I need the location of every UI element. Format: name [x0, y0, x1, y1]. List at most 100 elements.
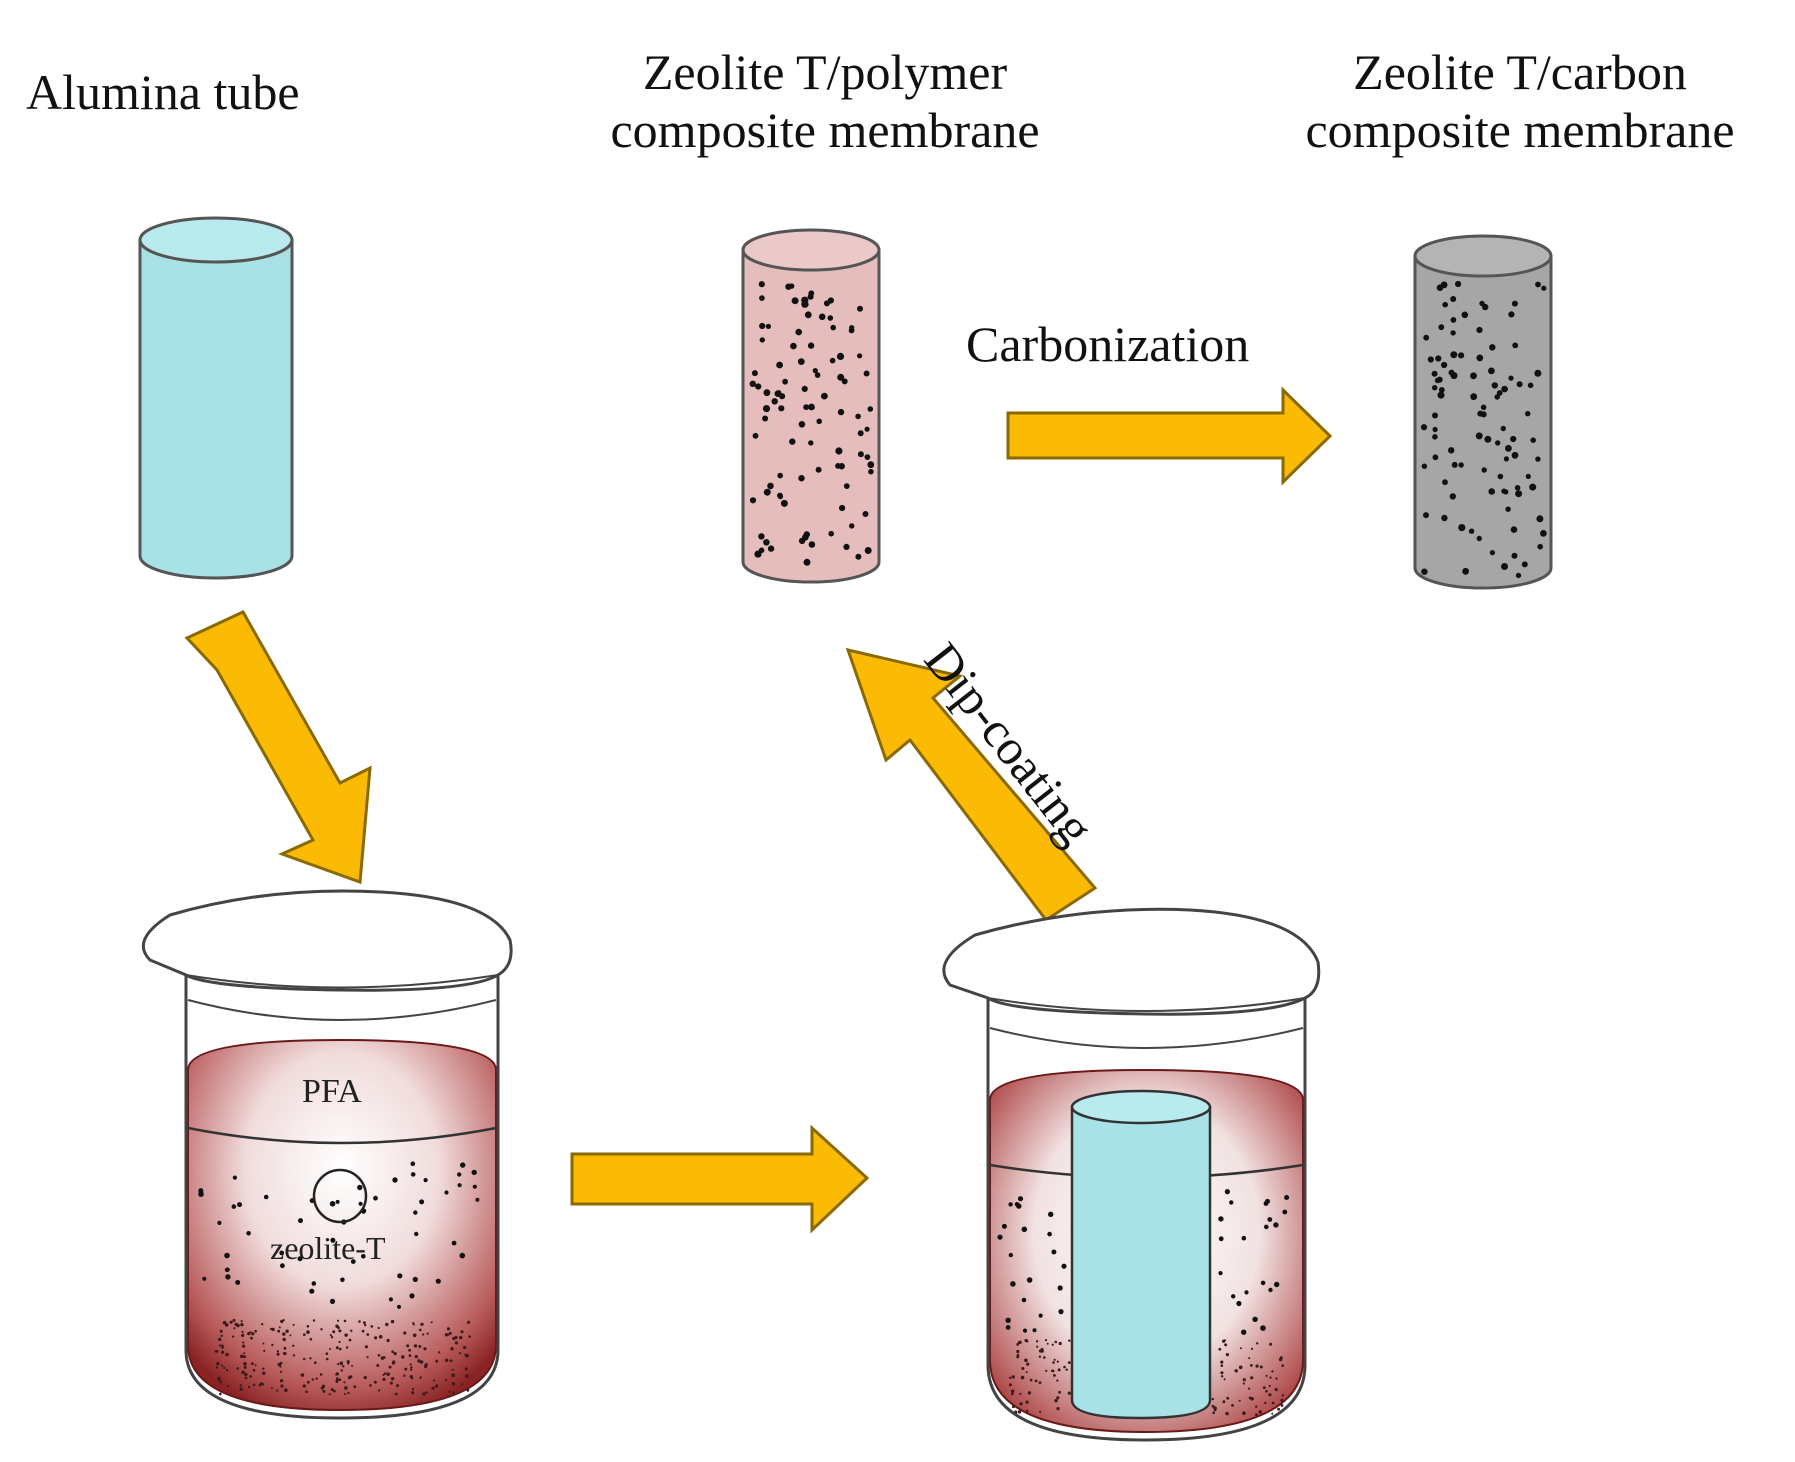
sediment	[1008, 1338, 1285, 1417]
particle-dot	[1435, 355, 1442, 362]
particle-dot	[347, 1362, 350, 1365]
particle-dot	[1274, 1387, 1278, 1392]
particle-dot	[1260, 1325, 1266, 1331]
particle-dot	[867, 461, 875, 469]
particle-dot	[1268, 1384, 1271, 1387]
particle-dot	[231, 1204, 237, 1209]
particle-dot	[1525, 473, 1531, 479]
particle-dot	[1436, 376, 1443, 383]
particle-dot	[373, 1380, 377, 1384]
particle-dot	[419, 1376, 422, 1379]
particle-dot	[454, 1335, 458, 1340]
particle-dot	[388, 1297, 393, 1302]
particle-dot	[1282, 1209, 1288, 1215]
particle-dot	[1438, 324, 1445, 331]
particle-dot	[779, 393, 786, 400]
particle-dot	[1239, 1347, 1242, 1350]
particle-dot	[797, 358, 805, 365]
particle-dot	[1516, 381, 1523, 388]
particle-dot	[339, 1361, 344, 1366]
label-zeolite-t: zeolite-T	[270, 1230, 386, 1266]
carbon-membrane-tube	[1413, 234, 1553, 590]
particle-dot	[1009, 1376, 1012, 1380]
particle-dot	[1265, 1198, 1270, 1204]
particle-dot	[457, 1183, 462, 1188]
particle-dot	[1450, 351, 1458, 359]
label-carbon-membrane: Zeolite T/carbon composite membrane	[1255, 44, 1785, 159]
particle-dot	[319, 1373, 323, 1376]
particle-dot	[1218, 1216, 1224, 1222]
particle-dot	[1450, 330, 1456, 336]
particle-dot	[767, 545, 775, 552]
particle-dot	[385, 1322, 389, 1327]
particle-dot	[323, 1385, 326, 1388]
particle-dot	[344, 1333, 348, 1337]
particle-dot	[807, 342, 815, 349]
particle-dot	[827, 315, 834, 321]
particle-dot	[777, 492, 783, 499]
particle-dot	[857, 353, 863, 359]
particle-dot	[1058, 1341, 1062, 1346]
particle-dot	[1436, 284, 1444, 292]
particle-dot	[445, 1379, 448, 1382]
particle-dot	[342, 1365, 345, 1368]
particle-dot	[414, 1231, 419, 1237]
particle-dot	[1025, 1400, 1029, 1404]
particle-dot	[217, 1378, 221, 1382]
particle-dot	[758, 533, 765, 540]
particle-dot	[1067, 1361, 1071, 1364]
particle-dot	[435, 1278, 441, 1284]
particle-dot	[1497, 473, 1504, 480]
particle-dot	[420, 1322, 424, 1326]
beaker-pfa-solution	[141, 889, 513, 1420]
particle-dot	[1010, 1281, 1016, 1287]
particle-dot	[412, 1333, 417, 1338]
particle-dot	[1476, 326, 1483, 334]
particle-dot	[369, 1384, 372, 1387]
particle-dot	[1220, 1371, 1224, 1375]
particle-dot	[315, 1377, 318, 1380]
particle-dot	[386, 1338, 390, 1343]
particle-dot	[240, 1323, 244, 1327]
particle-dot	[403, 1374, 406, 1377]
particle-dot	[335, 1324, 339, 1328]
particle-dot	[1501, 563, 1508, 570]
particle-dot	[233, 1327, 236, 1330]
particle-dot	[1029, 1378, 1033, 1382]
particle-dot	[262, 1342, 265, 1345]
particle-dot	[1475, 432, 1483, 440]
particle-dot	[1220, 1360, 1224, 1364]
particle-dot	[423, 1347, 427, 1351]
beaker-dip-coating	[942, 907, 1321, 1442]
particle-dot	[373, 1195, 378, 1201]
particle-dot	[864, 454, 871, 460]
particle-dot	[1001, 1223, 1007, 1229]
particle-dot	[396, 1384, 399, 1388]
particle-dot	[759, 337, 765, 343]
particle-dot	[823, 300, 830, 307]
particle-dot	[329, 1201, 336, 1207]
label-carbonization: Carbonization	[966, 316, 1250, 372]
particle-dot	[392, 1177, 398, 1183]
particle-dot	[1537, 543, 1543, 550]
particle-dot	[798, 537, 806, 545]
particle-dot	[1470, 372, 1477, 380]
particle-dot	[1275, 1377, 1278, 1380]
particle-dot	[254, 1364, 257, 1367]
particle-dot	[391, 1350, 394, 1353]
immersed-alumina-tube	[1070, 1089, 1212, 1420]
particle-dot	[218, 1344, 222, 1347]
particle-dot	[312, 1319, 316, 1322]
particle-dot	[759, 322, 766, 330]
particle-dot	[782, 378, 788, 385]
particle-dot	[1258, 1410, 1263, 1414]
particle-dot	[251, 1362, 254, 1365]
particle-dot	[282, 1337, 286, 1342]
particle-dot	[282, 1351, 286, 1355]
particle-dot	[243, 1362, 247, 1366]
particle-dot	[338, 1329, 342, 1333]
particle-dot	[841, 378, 848, 385]
particle-dot	[244, 1372, 248, 1377]
particle-dot	[413, 1210, 418, 1215]
particle-dot	[1501, 488, 1507, 494]
